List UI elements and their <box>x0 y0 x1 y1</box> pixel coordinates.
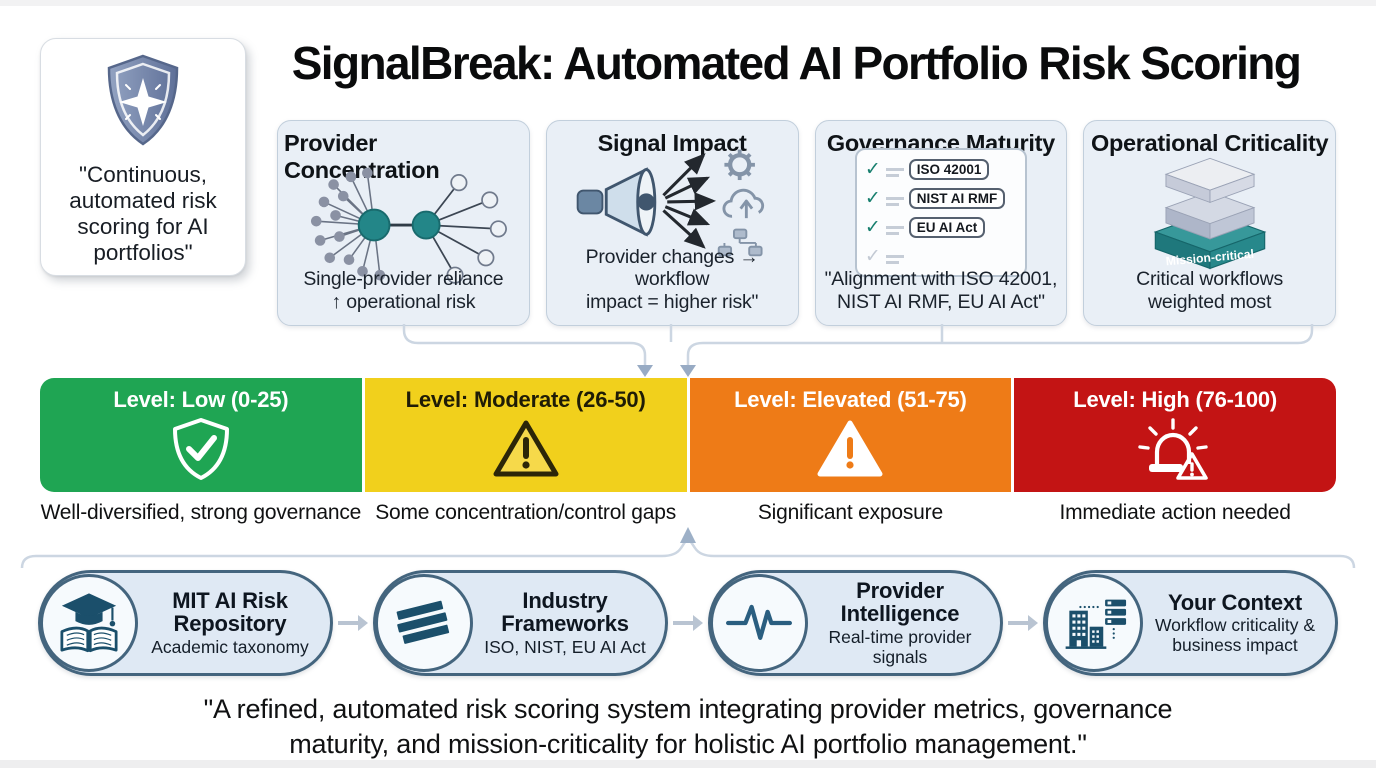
check-icon <box>865 160 881 179</box>
siren-icon <box>1136 416 1214 487</box>
buildings-icon <box>1045 574 1143 672</box>
page-title: SignalBreak: Automated AI Portfolio Risk… <box>291 37 1302 89</box>
megaphone-icon <box>564 149 780 257</box>
risk-label: Level: Moderate (26-50) <box>405 387 646 412</box>
risk-segment-elevated: Level: Elevated (51-75) <box>689 378 1012 492</box>
source-title: Industry Frameworks <box>501 587 629 637</box>
risk-segment-low: Level: Low (0-25) <box>40 378 362 492</box>
sources-to-scale-connector <box>20 527 1356 569</box>
factor-title: Provider Concentration <box>284 130 440 183</box>
cards-to-scale-connector <box>402 324 1314 377</box>
checklist-row: EU AI Act <box>865 216 1017 238</box>
risk-description-low: Well-diversified, strong governance <box>40 501 362 524</box>
risk-segment-moderate: Level: Moderate (26-50) <box>364 378 687 492</box>
hero-quote-line: scoring for AI <box>77 214 209 240</box>
factor-card-governance-maturity: Governance Maturity ISO 42001 NIST AI RM… <box>814 120 1068 326</box>
text-lines-glyph <box>885 196 904 206</box>
text-lines-glyph <box>885 254 904 264</box>
flow-arrow-icon <box>333 613 373 633</box>
risk-descriptions: Well-diversified, strong governance Some… <box>40 501 1336 525</box>
flow-arrow-icon <box>1003 613 1043 633</box>
hero-card: "Continuous, automated risk scoring for … <box>40 38 246 276</box>
risk-description-high: Immediate action needed <box>1059 501 1291 524</box>
source-industry-frameworks: Industry Frameworks ISO, NIST, EU AI Act <box>373 570 668 676</box>
risk-scale: Level: Low (0-25) Level: Moderate (26-50… <box>40 378 1336 492</box>
factor-card-signal-impact: Signal Impact <box>545 120 799 326</box>
framework-badge: ISO 42001 <box>908 158 990 180</box>
source-subtitle: Academic taxonomy <box>151 636 309 657</box>
warning-triangle-icon <box>491 416 561 485</box>
factor-cards-row: Provider Concentration <box>277 120 1336 326</box>
hero-quote: "Continuous, automated risk scoring for … <box>69 162 217 266</box>
risk-label: Level: Elevated (51-75) <box>734 387 967 412</box>
source-text: Your Context Workflow criticality & busi… <box>1143 591 1335 656</box>
checklist-icon: ISO 42001 NIST AI RMF EU AI Act <box>854 148 1027 278</box>
risk-description-moderate: Some concentration/control gaps <box>375 501 677 524</box>
framework-badge: EU AI Act <box>908 216 986 238</box>
shield-star-icon <box>99 52 187 153</box>
shield-check-icon <box>169 416 233 487</box>
bottom-edge-strip <box>0 760 1376 768</box>
checklist-row: NIST AI RMF <box>865 187 1017 209</box>
warning-triangle-icon <box>815 416 885 485</box>
book-stack-icon <box>375 574 473 672</box>
framework-badge: NIST AI RMF <box>908 187 1006 209</box>
flow-arrow-icon <box>668 613 708 633</box>
source-subtitle: Real-time provider signals <box>828 626 972 667</box>
footer-quote-line: maturity, and mission-criticality for ho… <box>289 729 1087 760</box>
checklist-row <box>865 245 1017 267</box>
factor-caption: "Alignment with ISO 42001, NIST AI RMF, … <box>824 268 1058 314</box>
source-subtitle: ISO, NIST, EU AI Act <box>484 636 646 657</box>
source-your-context: Your Context Workflow criticality & busi… <box>1043 570 1338 676</box>
risk-label: Level: High (76-100) <box>1073 387 1278 412</box>
factor-caption: Provider changes → workflow impact = hig… <box>585 245 759 314</box>
source-title: Provider Intelligence <box>840 577 960 627</box>
footer-quote: "A refined, automated risk scoring syste… <box>0 692 1376 762</box>
factor-caption: Single-provider reliance ↑ operational r… <box>303 268 504 314</box>
check-icon <box>865 218 881 237</box>
risk-label: Level: Low (0-25) <box>113 387 289 412</box>
text-lines-glyph <box>885 167 904 177</box>
hero-quote-line: portfolios" <box>93 240 193 266</box>
checklist-document: ISO 42001 NIST AI RMF EU AI Act <box>854 148 1027 278</box>
source-title: MIT AI Risk Repository <box>172 587 288 637</box>
source-text: Provider Intelligence Real-time provider… <box>808 579 1000 667</box>
risk-segment-high: Level: High (76-100) <box>1014 378 1336 492</box>
factor-card-operational-criticality: Operational Criticality <box>1083 120 1336 326</box>
hero-quote-line: automated risk <box>69 188 217 214</box>
network-hub-icon <box>297 167 509 284</box>
text-lines-glyph <box>885 225 904 235</box>
graduation-book-icon <box>40 574 138 672</box>
source-provider-intelligence: Provider Intelligence Real-time provider… <box>708 570 1003 676</box>
pulse-icon <box>710 574 808 672</box>
source-subtitle: Workflow criticality & business impact <box>1154 615 1316 655</box>
footer-quote-line: "A refined, automated risk scoring syste… <box>203 694 1173 724</box>
source-title: Your Context <box>1167 589 1303 615</box>
check-icon-muted <box>865 247 881 266</box>
factor-card-provider-concentration: Provider Concentration <box>277 120 530 326</box>
risk-description-elevated: Significant exposure <box>757 501 943 524</box>
factor-caption: Critical workflows weighted most <box>1136 268 1284 314</box>
checklist-row: ISO 42001 <box>865 158 1017 180</box>
source-text: Industry Frameworks ISO, NIST, EU AI Act <box>473 587 665 658</box>
source-text: MIT AI Risk Repository Academic taxonomy <box>138 587 330 658</box>
check-icon <box>865 189 881 208</box>
factor-title: Signal Impact <box>597 130 747 156</box>
source-mit-ai-risk-repository: MIT AI Risk Repository Academic taxonomy <box>38 570 333 676</box>
factor-title: Operational Criticality <box>1090 130 1329 156</box>
top-edge-strip <box>0 0 1376 6</box>
hero-quote-line: "Continuous, <box>78 162 208 187</box>
layer-stack-icon: Mission-critical <box>1117 157 1303 269</box>
data-sources-row: MIT AI Risk Repository Academic taxonomy <box>38 570 1338 676</box>
